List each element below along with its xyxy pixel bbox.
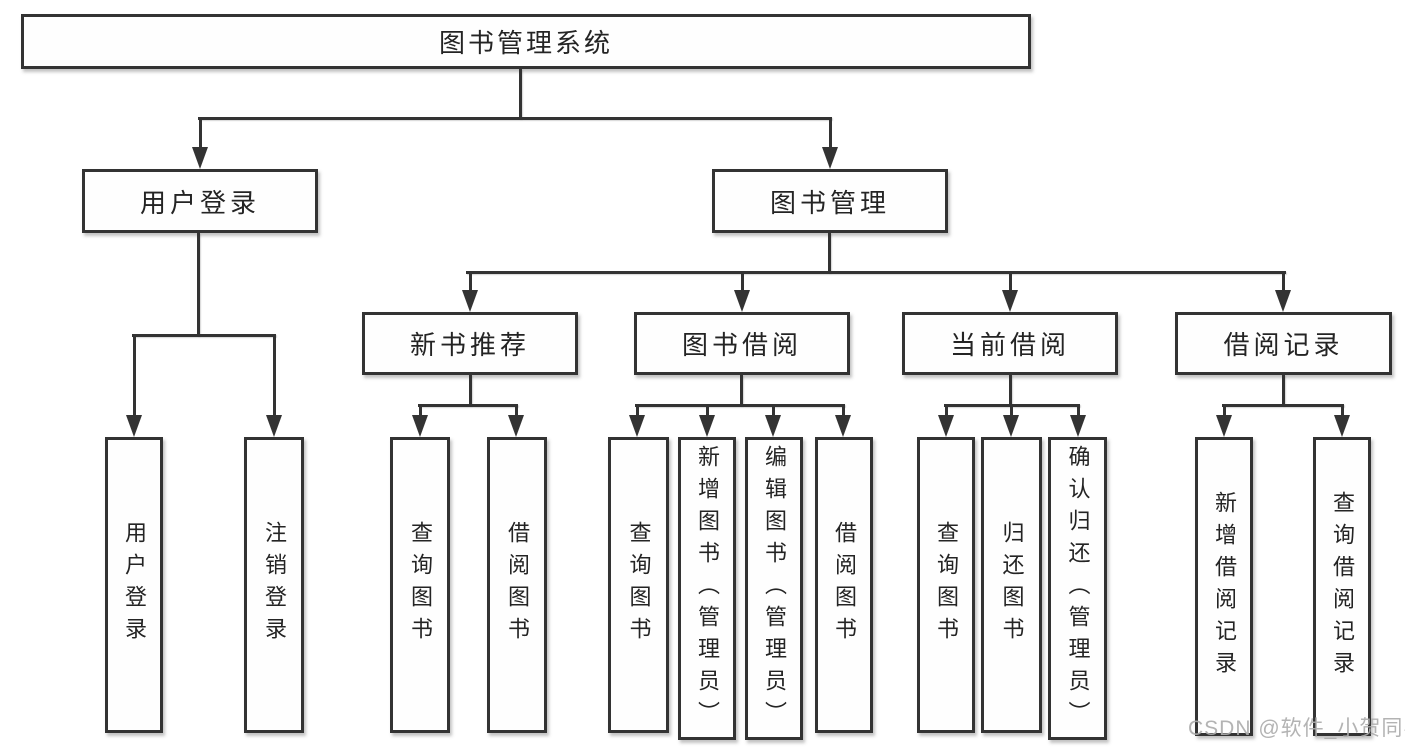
leaf-records-add: 新增借阅记录 [1195, 437, 1253, 736]
connector-book-borrow-vline [740, 375, 743, 406]
node-current-borrow: 当前借阅 [902, 312, 1118, 375]
node-new-books: 新书推荐 [362, 312, 578, 375]
node-book-borrow-label: 图书借阅 [681, 330, 802, 360]
node-user-login-label: 用户登录 [139, 187, 260, 218]
leaf-current-borrow-confirm-admin-label: 确认归还（管理员） [1065, 444, 1091, 733]
leaf-logout-label: 注销登录 [262, 521, 287, 649]
leaf-logout: 注销登录 [244, 437, 304, 733]
leaf-book-borrow-edit-admin-label: 编辑图书（管理员） [762, 444, 787, 733]
connector-book-mgmt-vline [828, 233, 831, 273]
connector-new-books-vline [469, 375, 472, 406]
leaf-current-borrow-return-label: 归还图书 [999, 521, 1025, 649]
node-borrow-records-label: 借阅记录 [1223, 330, 1344, 360]
connector-root-hline [198, 117, 832, 120]
leaf-current-borrow-return: 归还图书 [981, 437, 1042, 733]
node-current-borrow-label: 当前借阅 [949, 330, 1070, 360]
leaf-book-borrow-borrow-label: 借阅图书 [832, 521, 857, 649]
node-root: 图书管理系统 [21, 14, 1031, 69]
leaf-current-borrow-query: 查询图书 [917, 437, 975, 733]
leaf-book-borrow-borrow: 借阅图书 [815, 437, 873, 733]
leaf-book-borrow-query: 查询图书 [608, 437, 669, 733]
leaf-new-books-borrow: 借阅图书 [487, 437, 547, 733]
leaf-book-borrow-add-admin: 新增图书（管理员） [678, 437, 736, 740]
node-root-label: 图书管理系统 [438, 28, 613, 58]
connector-root-vline [519, 69, 522, 119]
leaf-current-borrow-confirm-admin: 确认归还（管理员） [1048, 437, 1107, 740]
connector-borrow-records-vline [1282, 375, 1285, 406]
leaf-user-login-label: 用户登录 [122, 521, 147, 649]
connector-current-borrow-vline [1009, 375, 1012, 406]
connector-borrow-records-hline [1222, 404, 1344, 407]
connector-book-borrow-hline [635, 404, 845, 407]
leaf-new-books-query-label: 查询图书 [408, 521, 433, 649]
leaf-current-borrow-query-label: 查询图书 [934, 521, 959, 649]
leaf-book-borrow-add-admin-label: 新增图书（管理员） [695, 444, 720, 733]
connector-new-books-hline [418, 404, 518, 407]
leaf-user-login: 用户登录 [105, 437, 163, 733]
node-book-mgmt-label: 图书管理 [769, 187, 890, 218]
leaf-new-books-borrow-label: 借阅图书 [505, 521, 530, 649]
connector-book-mgmt-hline [466, 271, 1286, 274]
leaf-records-query-label: 查询借阅记录 [1330, 490, 1355, 683]
connector-user-login-hline [132, 334, 276, 337]
node-user-login: 用户登录 [82, 169, 318, 233]
leaf-records-query: 查询借阅记录 [1313, 437, 1371, 736]
connector-current-borrow-hline [944, 404, 1080, 407]
csdn-watermark: CSDN @软件_小贺同学 [1188, 717, 1405, 740]
node-borrow-records: 借阅记录 [1175, 312, 1392, 375]
leaf-book-borrow-edit-admin: 编辑图书（管理员） [745, 437, 803, 740]
leaf-book-borrow-query-label: 查询图书 [626, 521, 652, 649]
leaf-records-add-label: 新增借阅记录 [1212, 490, 1237, 683]
node-book-borrow: 图书借阅 [634, 312, 850, 375]
connector-user-login-vline [197, 233, 200, 336]
leaf-new-books-query: 查询图书 [390, 437, 450, 733]
node-new-books-label: 新书推荐 [409, 330, 530, 360]
node-book-mgmt: 图书管理 [712, 169, 948, 233]
